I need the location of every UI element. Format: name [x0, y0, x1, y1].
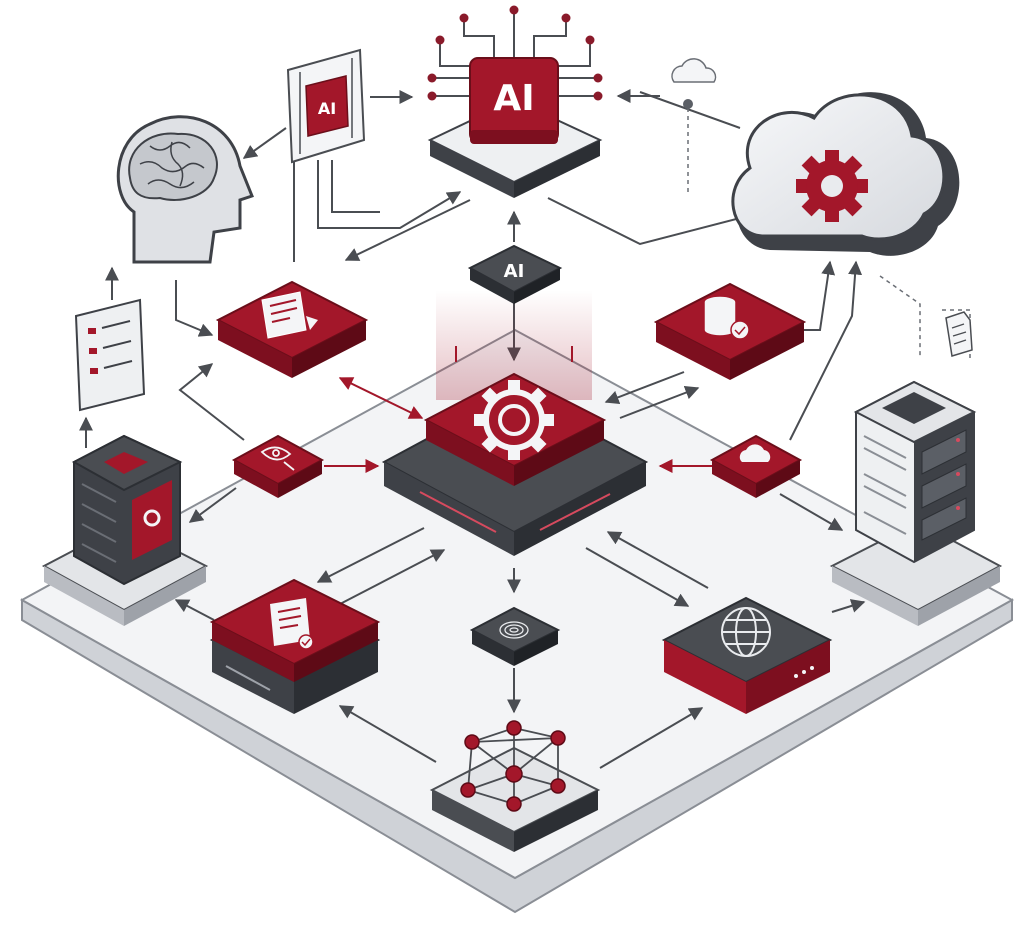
checklist-icon — [74, 298, 146, 412]
fingerprint-icon — [499, 621, 529, 639]
document-check-module[interactable] — [209, 578, 381, 714]
cloud-gear-icon — [796, 150, 868, 222]
dashed-connectors — [687, 108, 971, 360]
small-ai-label: AI — [504, 261, 525, 282]
database-module[interactable] — [653, 282, 807, 380]
small-document-icon — [945, 311, 973, 357]
small-ai-node[interactable]: AI — [467, 244, 563, 304]
document-check-icon — [270, 598, 314, 650]
ai-chip-label: AI — [318, 99, 336, 118]
cloud-module[interactable] — [709, 434, 803, 498]
storage-gear-icon — [143, 509, 161, 527]
cloud-gear-node — [731, 92, 960, 256]
fingerprint-module[interactable] — [469, 606, 561, 666]
database-check-icon — [703, 295, 750, 340]
ai-hub-node[interactable]: AI — [427, 5, 603, 199]
central-gear-node[interactable] — [381, 372, 649, 556]
globe-icon — [721, 607, 771, 657]
storage-server-node — [41, 434, 209, 626]
document-module[interactable] — [215, 280, 369, 378]
ai-hub-label: AI — [493, 78, 534, 119]
brain-head-icon — [116, 115, 254, 264]
ai-chip-card: AI — [286, 48, 366, 164]
globe-module[interactable] — [661, 596, 833, 714]
network-graph-module[interactable] — [429, 720, 601, 852]
red-connectors — [324, 377, 714, 473]
document-icon — [261, 291, 318, 339]
small-cloud-icon — [671, 58, 717, 109]
gear-icon — [474, 380, 554, 460]
network-graph-icon — [460, 720, 566, 812]
cloud-icon — [739, 444, 771, 462]
eye-scan-module[interactable] — [231, 434, 325, 498]
eye-scan-icon — [260, 446, 295, 471]
server-rack-node — [829, 380, 1003, 626]
